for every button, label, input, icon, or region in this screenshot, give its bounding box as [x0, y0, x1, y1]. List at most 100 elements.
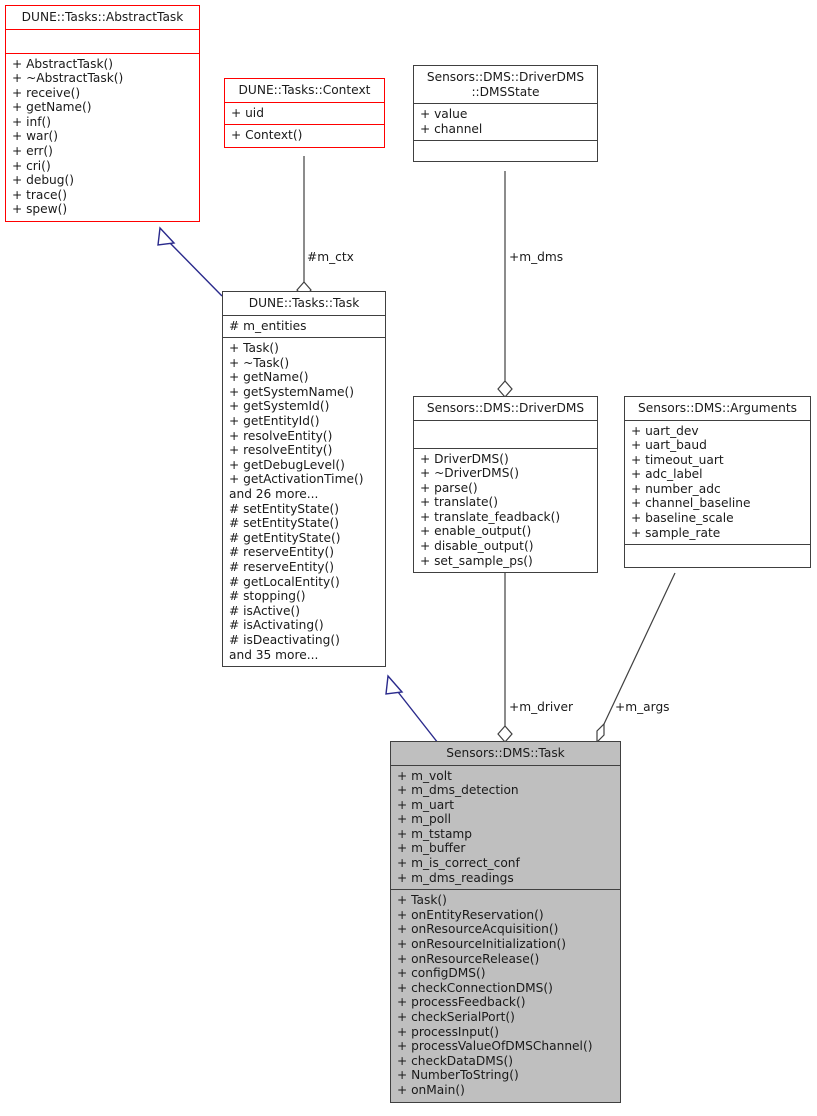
- class-member-row: + m_buffer: [397, 841, 466, 856]
- class-member-row: # reserveEntity(): [229, 560, 334, 574]
- class-node-arguments[interactable]: Sensors::DMS::Arguments + uart_dev+ uart…: [624, 396, 811, 569]
- class-title-context: DUNE::Tasks::Context: [238, 83, 371, 97]
- compartment-divider: [414, 447, 597, 449]
- compartment-divider: [414, 419, 597, 421]
- compartment-divider: [225, 101, 384, 103]
- class-member-row: + onEntityReservation(): [397, 907, 544, 922]
- class-member-row: + NumberToString(): [397, 1068, 519, 1083]
- class-member-row: # setEntityState(): [229, 516, 340, 531]
- class-member-row: + m_dms_readings: [397, 870, 514, 885]
- compartment-divider: [223, 314, 385, 316]
- class-title-dunetask: DUNE::Tasks::Task: [248, 296, 360, 310]
- edge-label-m-driver: +m_driver: [509, 700, 574, 714]
- class-member-row: + disable_output(): [420, 539, 534, 554]
- class-member-row: + Task(): [397, 893, 447, 908]
- class-node-dmsstate[interactable]: Sensors::DMS::DriverDMS ::DMSState + val…: [413, 65, 598, 163]
- class-member-row: + sample_rate: [631, 525, 721, 540]
- class-member-row: + parse(): [420, 480, 478, 495]
- compartment-divider: [625, 544, 810, 546]
- class-member-row: + getName(): [12, 100, 92, 115]
- edge-inheritance-dunetask: [385, 674, 439, 744]
- class-member-row: + getName(): [229, 370, 309, 385]
- class-member-row: + ~Task(): [229, 355, 290, 370]
- class-member-row: + checkDataDMS(): [397, 1053, 514, 1068]
- class-member-row: + onMain(): [397, 1082, 465, 1097]
- class-title-dms-task: Sensors::DMS::Task: [446, 746, 565, 760]
- edge-aggregation-m-ctx: [296, 156, 312, 299]
- class-node-dunetask[interactable]: DUNE::Tasks::Task # m_entities + Task()+…: [222, 291, 386, 668]
- class-member-row: # getEntityState(): [229, 530, 341, 545]
- class-title-driverdms: Sensors::DMS::DriverDMS: [426, 401, 585, 415]
- edge-aggregation-m-dms: [497, 171, 513, 398]
- compartment-divider: [625, 419, 810, 421]
- class-member-row: + onResourceAcquisition(): [397, 922, 559, 937]
- class-member-row: + m_volt: [397, 768, 452, 783]
- class-member-row: # isActivating(): [229, 618, 324, 633]
- class-member-row: + getEntityId(): [229, 414, 320, 429]
- class-member-row: # isDeactivating(): [229, 632, 340, 647]
- class-member-row: + processValueOfDMSChannel(): [397, 1039, 593, 1054]
- class-member-row: + uid: [231, 105, 264, 120]
- class-member-row: + cri(): [12, 158, 51, 173]
- class-operations-dms-task: + Task()+ onEntityReservation()+ onResou…: [391, 890, 620, 1101]
- class-member-row: + inf(): [12, 114, 51, 129]
- class-member-row: + number_adc: [631, 481, 721, 496]
- class-title-abstracttask: DUNE::Tasks::AbstractTask: [21, 10, 184, 24]
- class-title-arguments: Sensors::DMS::Arguments: [637, 401, 797, 415]
- class-member-row: + m_poll: [397, 812, 452, 827]
- class-member-row: + resolveEntity(): [229, 443, 333, 458]
- class-attributes-dmsstate: + value+ channel: [414, 104, 597, 140]
- class-member-row: + timeout_uart: [631, 452, 724, 467]
- class-member-row: # m_entities: [229, 318, 307, 333]
- class-member-row: # getLocalEntity(): [229, 574, 340, 589]
- class-member-row: + getSystemId(): [229, 399, 330, 414]
- edge-aggregation-m-args: [596, 572, 676, 744]
- class-member-row: + Task(): [229, 341, 279, 356]
- class-member-row: + checkConnectionDMS(): [397, 980, 553, 995]
- class-member-row: + processFeedback(): [397, 995, 526, 1010]
- class-member-row: + Context(): [231, 128, 303, 143]
- class-member-row: + translate(): [420, 495, 499, 510]
- class-operations-driverdms: + DriverDMS()+ ~DriverDMS()+ parse()+ tr…: [414, 449, 597, 573]
- class-node-driverdms[interactable]: Sensors::DMS::DriverDMS + DriverDMS()+ ~…: [413, 396, 598, 574]
- compartment-divider: [391, 764, 620, 766]
- class-attributes-driverdms: [414, 421, 597, 448]
- class-member-row: + war(): [12, 129, 59, 144]
- class-member-row: + onResourceRelease(): [397, 951, 540, 966]
- class-member-row: + AbstractTask(): [12, 56, 114, 71]
- class-operations-arguments: [625, 545, 810, 567]
- class-title-dmsstate: Sensors::DMS::DriverDMS ::DMSState: [426, 70, 585, 99]
- class-member-row: + resolveEntity(): [229, 428, 333, 443]
- class-member-row: + set_sample_ps(): [420, 553, 533, 568]
- class-member-row: # isActive(): [229, 603, 301, 618]
- class-member-row: + translate_feadback(): [420, 509, 561, 524]
- class-member-row: + m_tstamp: [397, 826, 473, 841]
- class-member-row: + m_is_correct_conf: [397, 856, 520, 871]
- class-node-dms-task[interactable]: Sensors::DMS::Task + m_volt+ m_dms_detec…: [390, 741, 621, 1103]
- class-member-row: + baseline_scale: [631, 511, 734, 526]
- class-member-row: + configDMS(): [397, 966, 486, 981]
- class-member-row: + getActivationTime(): [229, 472, 364, 487]
- class-member-row: + onResourceInitialization(): [397, 937, 566, 952]
- class-attributes-dunetask: # m_entities: [223, 316, 385, 338]
- class-member-row: + ~DriverDMS(): [420, 466, 519, 481]
- class-member-row: + getSystemName(): [229, 384, 355, 399]
- class-member-row: + trace(): [12, 187, 68, 202]
- class-member-row: + getDebugLevel(): [229, 457, 345, 472]
- compartment-divider: [6, 52, 199, 54]
- compartment-divider: [414, 140, 597, 142]
- class-operations-abstracttask: + AbstractTask()+ ~AbstractTask()+ recei…: [6, 54, 199, 222]
- class-member-row: and 35 more...: [229, 647, 319, 662]
- class-operations-dmsstate: [414, 141, 597, 161]
- class-member-row: # setEntityState(): [229, 501, 340, 516]
- class-node-context[interactable]: DUNE::Tasks::Context + uid + Context(): [224, 78, 385, 148]
- class-attributes-arguments: + uart_dev+ uart_baud+ timeout_uart+ adc…: [625, 421, 810, 545]
- class-node-abstracttask[interactable]: DUNE::Tasks::AbstractTask + AbstractTask…: [5, 5, 200, 223]
- class-member-row: + processInput(): [397, 1024, 499, 1039]
- edge-aggregation-m-driver: [497, 573, 513, 743]
- class-member-row: + channel: [420, 121, 483, 136]
- compartment-divider: [225, 124, 384, 126]
- class-attributes-abstracttask: [6, 30, 199, 53]
- compartment-divider: [391, 889, 620, 891]
